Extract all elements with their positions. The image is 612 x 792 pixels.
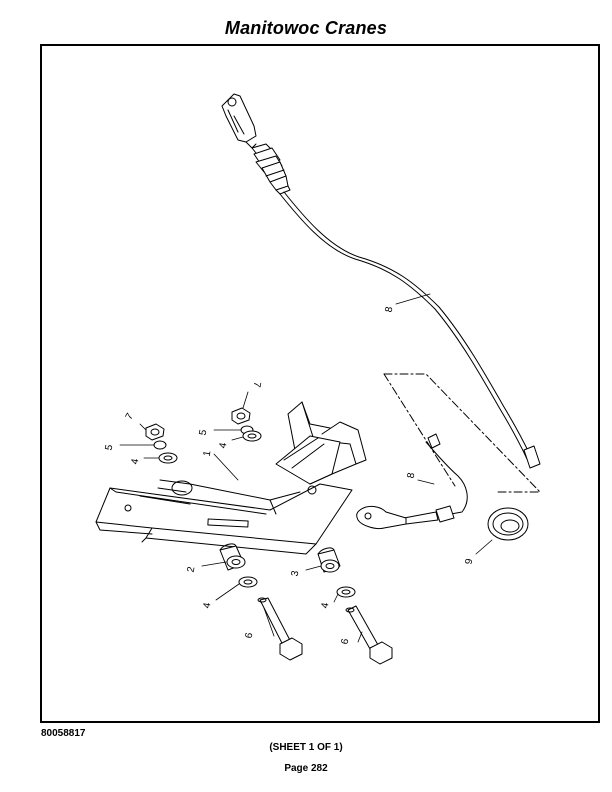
callout-2: 2: [186, 565, 198, 573]
callout-4-lower-left: 4: [202, 601, 214, 609]
callout-6-left: 6: [244, 631, 256, 639]
callout-9: 9: [464, 557, 476, 565]
leader-lines: [119, 293, 493, 643]
main-bracket: [95, 401, 367, 555]
callout-4-upper-right: 4: [218, 441, 230, 449]
lock-washer-left: [153, 440, 167, 450]
cable-clevis-end: [221, 93, 257, 149]
spacer-2: [219, 543, 246, 571]
grommet: [487, 507, 529, 541]
callout-3: 3: [290, 569, 302, 577]
bolt-right: [345, 605, 393, 665]
callout-6-right: 6: [340, 637, 352, 645]
bolt-left: [257, 597, 303, 661]
page-title: Manitowoc Cranes: [224, 18, 388, 38]
cable-upper: [279, 191, 541, 469]
document-number: 80058817: [41, 728, 86, 739]
nut-left: [145, 423, 165, 441]
callout-7-right: 7: [250, 381, 262, 389]
cable-lower: [356, 433, 468, 529]
sheet-indicator: (SHEET 1 OF 1): [269, 742, 343, 753]
callout-8-upper: 8: [384, 305, 396, 313]
callout-5-left: 5: [104, 443, 116, 451]
spacer-3: [317, 547, 341, 573]
callout-4-lower-right: 4: [320, 601, 332, 609]
parts-diagram: 7 5 4 7 5 4 1 2 3 4 4 6 6 8 8 9: [95, 93, 541, 665]
dash-dot-reference: [383, 373, 541, 493]
flat-washer-upper-left: [158, 452, 178, 464]
flat-washer-lower-right: [336, 586, 356, 598]
drawing-frame: [40, 44, 600, 723]
callout-4-upper-left: 4: [130, 457, 142, 465]
callout-5-right: 5: [198, 428, 210, 436]
cable-threaded-fitting: [251, 143, 291, 195]
flat-washer-upper-right: [242, 430, 262, 442]
callout-7-left: 7: [124, 411, 137, 422]
callout-8-lower: 8: [406, 471, 418, 479]
callout-1: 1: [202, 449, 214, 457]
page-number: Page 282: [284, 763, 328, 774]
flat-washer-lower-left: [238, 576, 258, 588]
nut-right: [231, 407, 251, 425]
